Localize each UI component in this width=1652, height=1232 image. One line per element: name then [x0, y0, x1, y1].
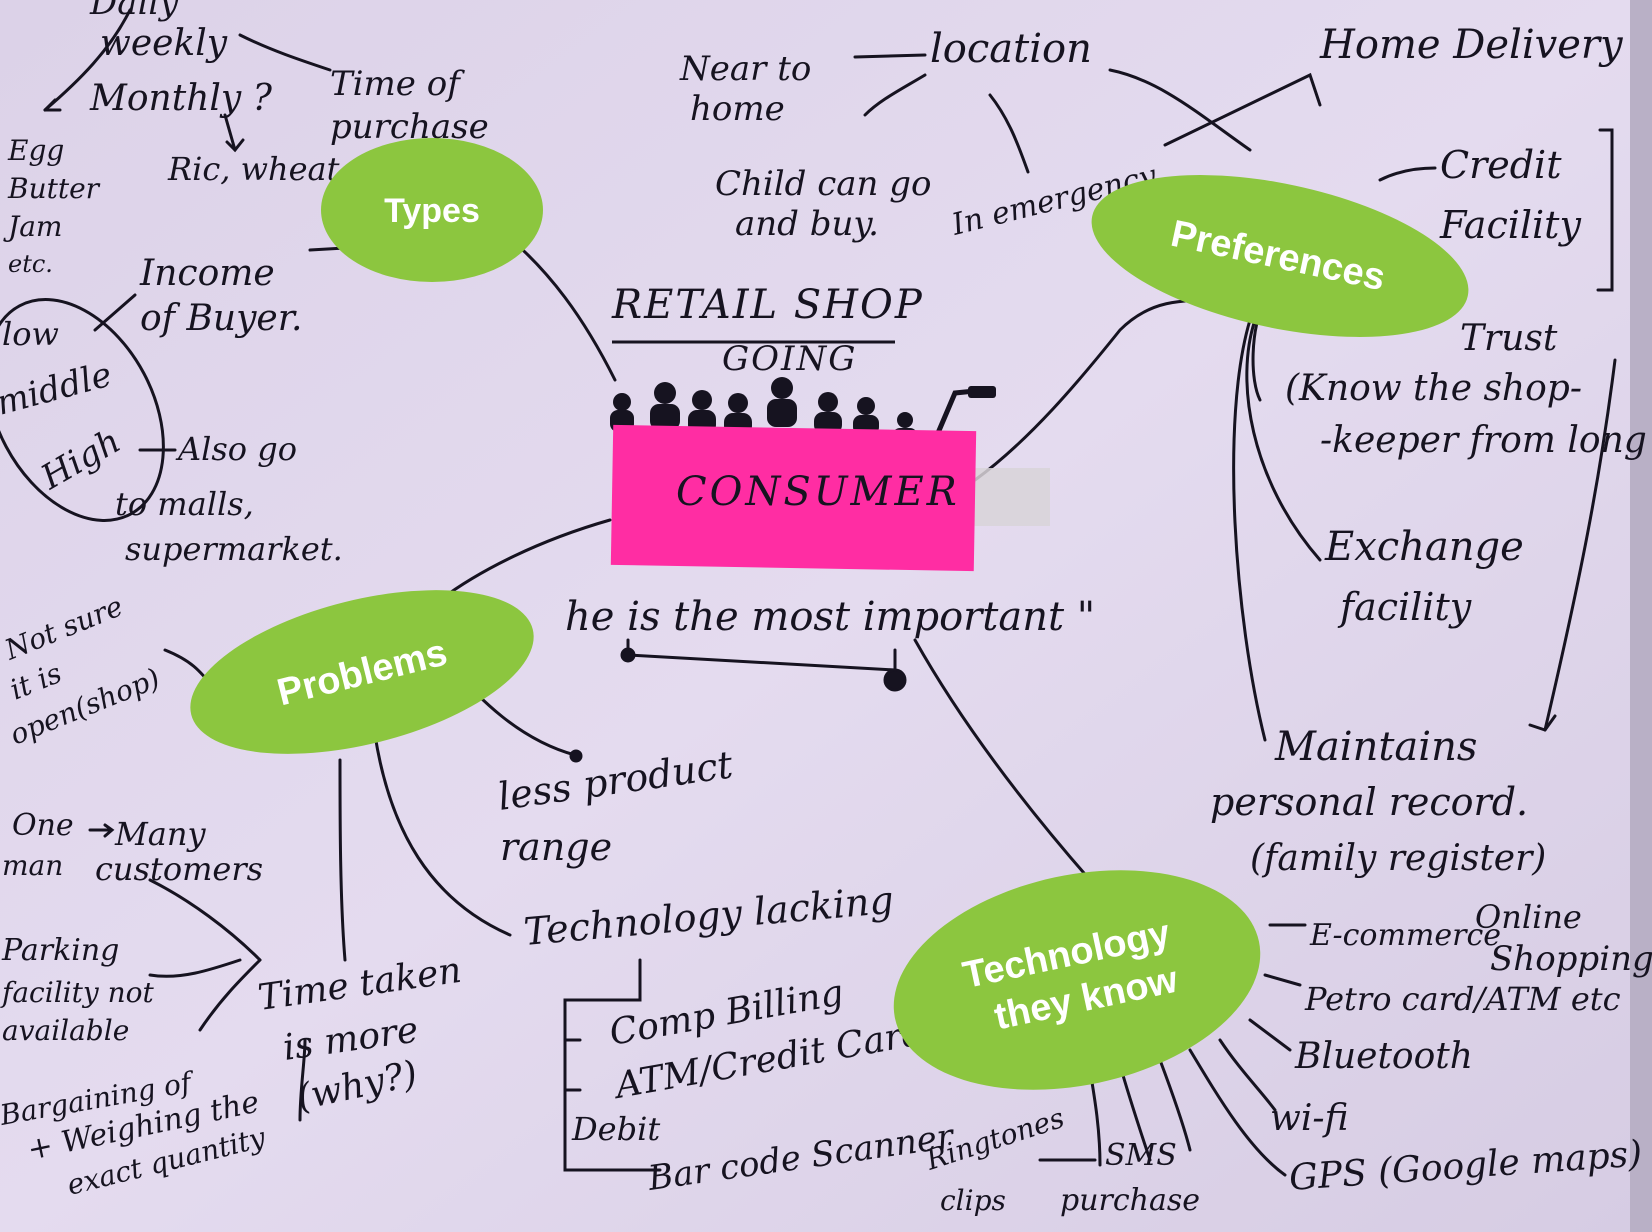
note-trust-2: (Know the shop-	[1285, 368, 1582, 409]
title-line-1: RETAIL SHOP	[611, 282, 924, 328]
note-debit: Debit	[571, 1110, 660, 1148]
note-low: low	[2, 315, 59, 353]
note-trust-3: -keeper from long	[1320, 420, 1647, 461]
note-parking-2: facility not	[0, 976, 154, 1009]
note-near-home-2: home	[690, 89, 785, 129]
note-egg-3: Jam	[3, 210, 62, 243]
note-egg-2: Butter	[7, 172, 101, 205]
note-bluetooth: Bluetooth	[1294, 1036, 1473, 1077]
types-bubble[interactable]: Types	[321, 138, 543, 282]
note-income-1: Income	[139, 253, 275, 294]
note-egg-1: Egg	[7, 134, 64, 167]
note-exchange-1: Exchange	[1324, 524, 1524, 570]
note-also-go-2: to malls,	[115, 485, 254, 523]
note-many-customers-1: Many	[114, 815, 206, 853]
paper-edge-shadow	[1630, 0, 1652, 1232]
consumer-sticky-note: CONSUMER	[610, 424, 1050, 572]
note-ringtones-2: clips	[940, 1184, 1006, 1217]
note-credit-1: Credit	[1440, 143, 1562, 187]
note-also-go-1: Also go	[175, 430, 297, 468]
center-quote: he is the most important "	[565, 594, 1095, 640]
note-trust-1: Trust	[1460, 318, 1558, 359]
sticky-note-shape	[610, 424, 977, 572]
note-also-go-3: supermarket.	[125, 530, 343, 568]
note-rice: Ric, wheat	[167, 150, 340, 188]
note-online: Online	[1475, 898, 1582, 936]
note-sms-2: purchase	[1060, 1183, 1200, 1218]
preferences-bubble[interactable]: Preferences	[1077, 146, 1483, 367]
types-bubble-shape	[321, 138, 543, 282]
note-maintains-3: (family register)	[1250, 838, 1546, 879]
types-bubble-label: Types	[384, 192, 480, 230]
note-parking-3: available	[2, 1014, 129, 1047]
note-many-customers-2: customers	[95, 850, 263, 888]
note-maintains-1: Maintains	[1274, 724, 1477, 770]
technology-bubble-shape	[893, 870, 1261, 1090]
note-home-delivery: Home Delivery	[1319, 22, 1624, 68]
note-egg-4: etc.	[8, 250, 53, 278]
note-monthly: Monthly ?	[89, 78, 273, 119]
note-ecommerce: E-commerce	[1309, 918, 1501, 953]
retail-shop-title: RETAIL SHOP GOING	[611, 282, 924, 379]
note-location: location	[930, 26, 1092, 72]
note-one-man-2: man	[2, 849, 63, 882]
problems-bubble[interactable]: Problems	[174, 560, 550, 785]
note-parking-1: Parking	[1, 933, 119, 968]
title-line-2: GOING	[722, 339, 857, 379]
note-near-home-1: Near to	[679, 49, 811, 89]
note-child-1: Child can go	[715, 164, 931, 204]
consumer-label: CONSUMER	[676, 469, 960, 515]
note-child-2: and buy.	[735, 204, 879, 244]
preferences-bubble-shape	[1091, 175, 1469, 337]
note-daily: Daily	[89, 0, 179, 23]
note-shopping: Shopping	[1490, 939, 1652, 979]
note-sms-1: SMS	[1105, 1138, 1177, 1173]
problems-bubble-shape	[190, 590, 534, 754]
technology-bubble[interactable]: Technology they know	[873, 839, 1281, 1122]
note-income-2: of Buyer.	[140, 298, 302, 339]
note-wifi: wi-fi	[1270, 1098, 1349, 1139]
note-weekly: weekly	[100, 23, 228, 64]
note-less-product-2: range	[500, 825, 612, 869]
connector-lines	[0, 8, 1617, 1177]
note-exchange-2: facility	[1337, 585, 1472, 629]
note-time-of-purchase-1: Time of	[330, 64, 465, 104]
note-one-man-1: One	[12, 808, 74, 843]
note-petro: Petro card/ATM etc	[1304, 980, 1621, 1018]
note-maintains-2: personal record.	[1210, 780, 1528, 824]
note-credit-2: Facility	[1439, 203, 1581, 247]
